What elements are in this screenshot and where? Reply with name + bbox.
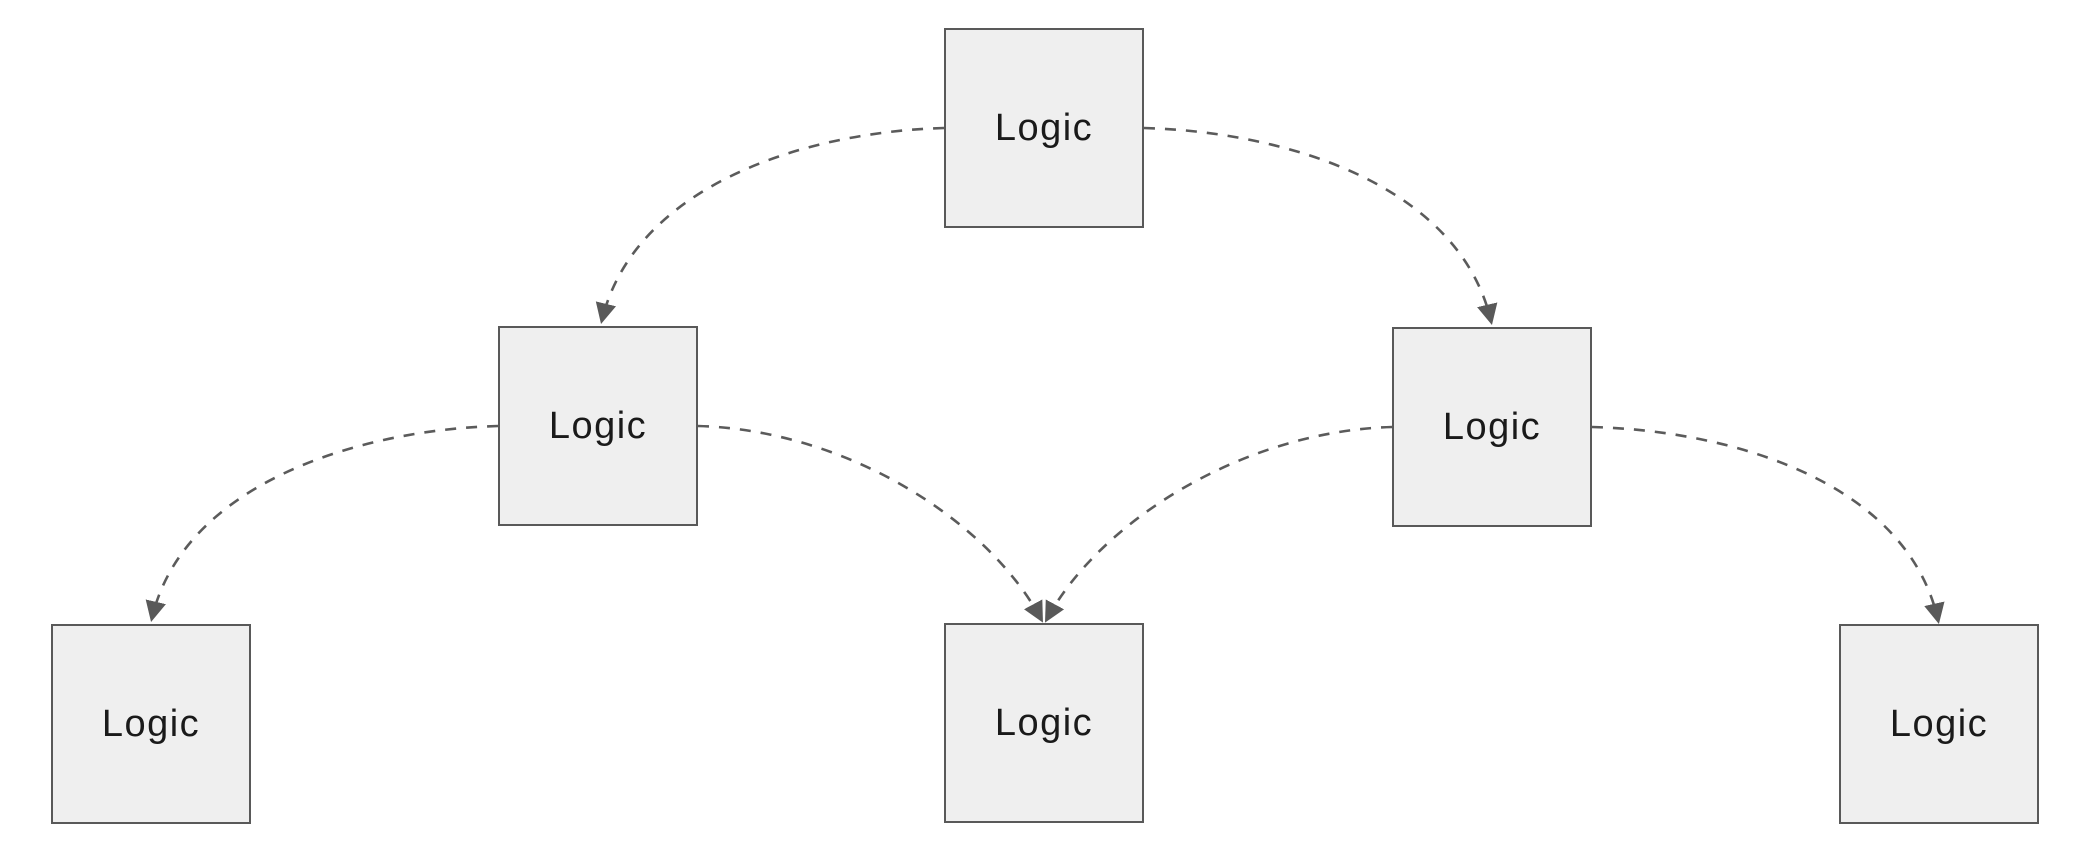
node-bottom-right-label: Logic — [1889, 702, 1989, 745]
edge-mid-right-to-bottom-right — [1591, 425, 1945, 625]
edge-mid-right-to-bottom-center — [1045, 425, 1393, 623]
edge-mid-left-to-bottom-center — [697, 424, 1043, 623]
node-top[interactable]: Logic — [944, 28, 1144, 228]
edge-top-to-mid-left — [595, 126, 945, 325]
node-bottom-center[interactable]: Logic — [944, 623, 1144, 823]
node-bottom-right[interactable]: Logic — [1839, 624, 2039, 824]
node-bottom-left[interactable]: Logic — [51, 624, 251, 824]
node-mid-left[interactable]: Logic — [498, 326, 698, 526]
edge-top-to-mid-right — [1143, 126, 1498, 326]
node-mid-right-label: Logic — [1442, 405, 1542, 448]
node-bottom-left-label: Logic — [101, 702, 201, 745]
node-mid-left-label: Logic — [548, 404, 648, 447]
node-top-label: Logic — [994, 106, 1094, 149]
node-mid-right[interactable]: Logic — [1392, 327, 1592, 527]
node-bottom-center-label: Logic — [994, 701, 1094, 744]
edge-mid-left-to-bottom-left — [145, 424, 499, 623]
